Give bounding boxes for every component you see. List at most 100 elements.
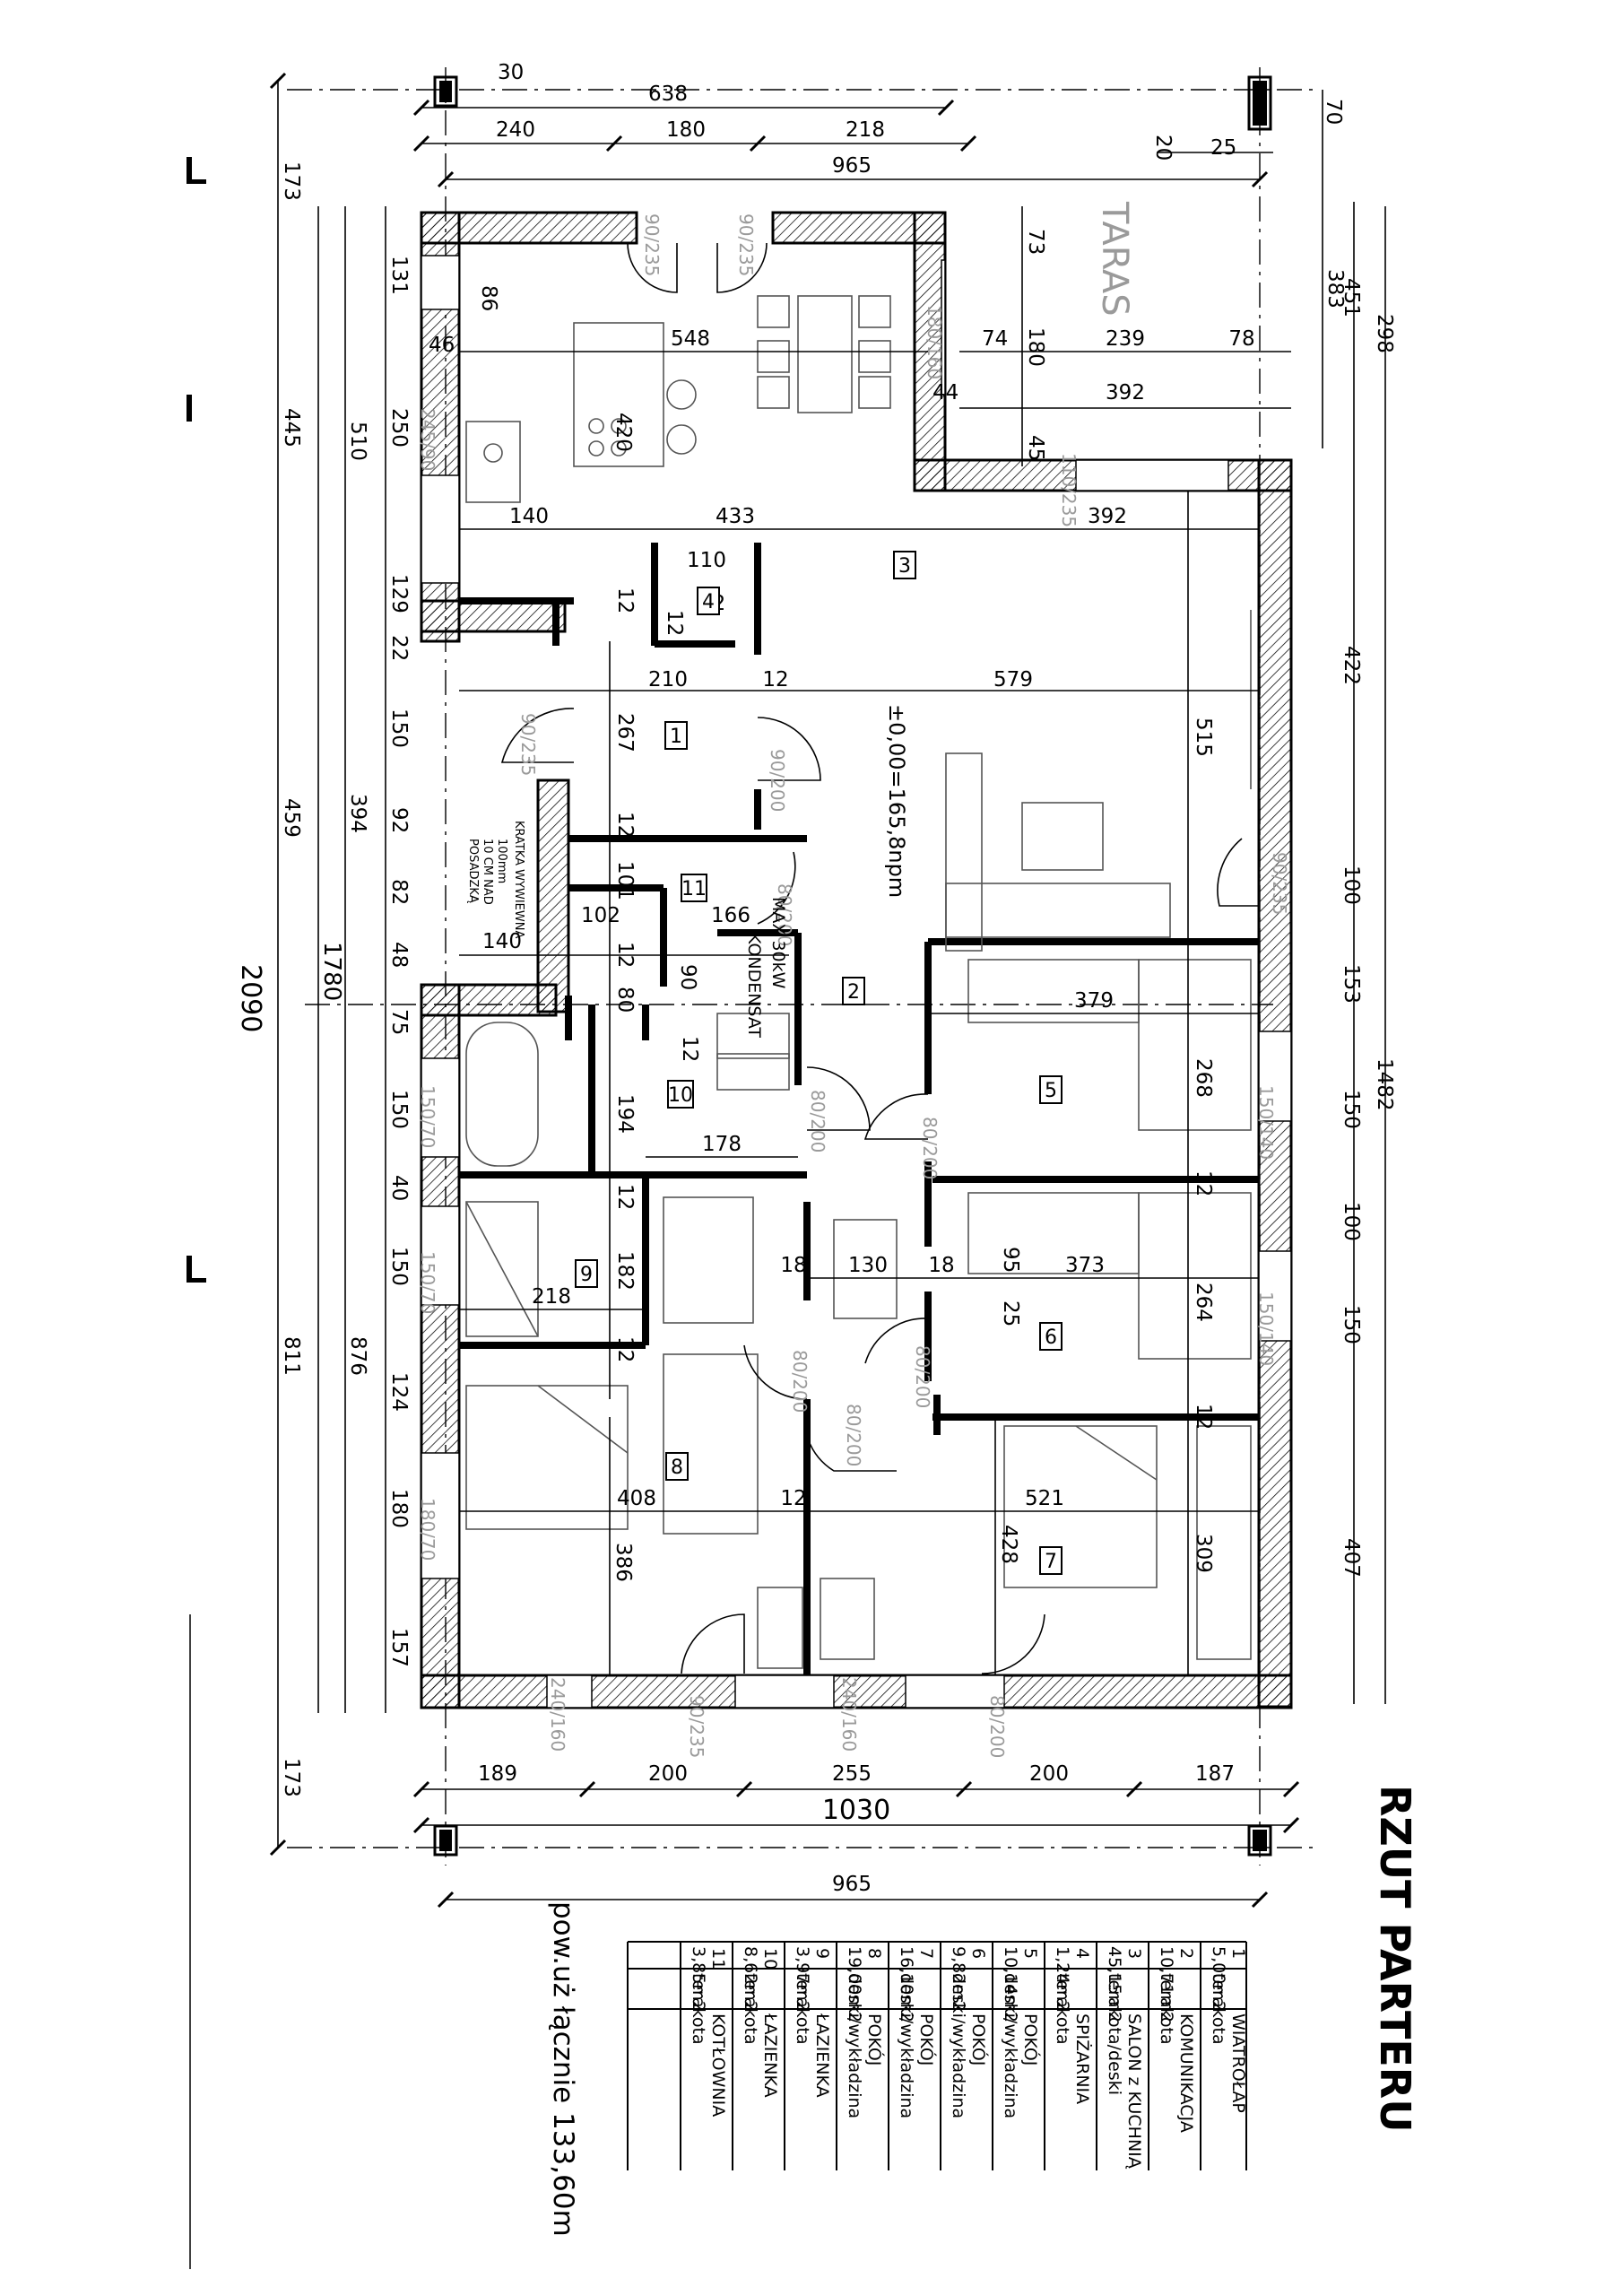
schedule-room-floor: terakota: [689, 1973, 708, 2045]
dim-left-inner-2: 129: [387, 574, 411, 613]
dim-top-965: 965: [832, 154, 872, 178]
window-label-20: 180/160: [924, 305, 945, 379]
schedule-room-area: 5,00m2: [1209, 1946, 1228, 2012]
partitions: [459, 543, 1259, 1675]
section-marks: [186, 157, 206, 2269]
dim-interior-1: 46: [429, 334, 455, 357]
drawing-title: RZUT PARTERU: [1371, 1785, 1419, 2133]
door-label-3: 90/235: [517, 713, 539, 776]
dim-interior-30: 182: [613, 1251, 637, 1291]
dim-interior-10: 210: [648, 668, 688, 691]
dim-left-outer-3: 811: [280, 1336, 303, 1376]
dim-bottom-seg-4: 187: [1195, 1762, 1235, 1786]
dim-left-inner-12: 124: [387, 1372, 411, 1412]
dim-interior-19: 140: [482, 930, 522, 953]
door-label-4: 80/200: [774, 883, 795, 946]
dim-interior-18: 166: [711, 904, 750, 927]
dim-interior-50: 239: [1106, 327, 1145, 351]
kitchen-island: [573, 322, 664, 467]
dim-interior-43: 12: [780, 1487, 806, 1510]
dim-interior-53: 392: [1106, 381, 1145, 404]
sofa: [945, 752, 983, 952]
dim-interior-5: 433: [716, 505, 755, 528]
dim-interior-23: 12: [678, 1036, 701, 1062]
dim-left-outer-4: 173: [280, 1758, 303, 1797]
dim-interior-0: 86: [477, 285, 500, 311]
vent-note-0: KRATKA WYWIEWNA: [512, 821, 525, 938]
window-label-21: 240/160: [838, 1677, 860, 1752]
room-schedule: RZUT PARTERU pow.uż łącznie 133,60m 15,0…: [547, 1785, 1419, 2237]
dim-interior-46: 309: [1192, 1534, 1215, 1573]
room-number-7: 7: [1045, 1551, 1057, 1573]
furniture: [465, 295, 1252, 1669]
dim-right-inner-1: 422: [1340, 646, 1363, 685]
dim-interior-24: 194: [613, 1094, 637, 1134]
schedule-room-number: 3: [1124, 1948, 1144, 1959]
dim-interior-35: 18: [928, 1254, 954, 1277]
door-label-12: 90/235: [686, 1695, 707, 1758]
opening-labels: 90/235 90/235 90/235 90/200 80/200 80/20…: [417, 213, 1290, 1758]
dim-left-inner-0: 131: [387, 256, 411, 295]
terrace-label: TARAS: [1094, 201, 1135, 317]
dim-top-seg-2: 218: [846, 118, 885, 142]
dim-interior-26: 12: [613, 1184, 637, 1210]
dim-left-overall: 2090: [235, 964, 266, 1032]
schedule-room-floor: terakota: [793, 1973, 812, 2045]
schedule-room-area: 3,85m2: [689, 1946, 708, 2012]
schedule-room-name: POKÓJ: [916, 2013, 938, 2066]
dim-left-mid-1: 394: [346, 794, 369, 833]
dim-left-outer-0: 173: [280, 161, 303, 201]
dim-interior-15: 12: [613, 812, 637, 838]
dim-interior-3: 420: [612, 413, 635, 452]
door-label-10: 80/200: [986, 1695, 1008, 1758]
dim-interior-40: 12: [1192, 1404, 1215, 1430]
schedule-room-number: 8: [864, 1948, 884, 1959]
dim-interior-6: 392: [1088, 505, 1127, 528]
dim-interior-7: 110: [687, 549, 726, 572]
schedule-room-name: ŁAZIENKA: [760, 2013, 780, 2098]
dim-right-inner-2: 100: [1340, 865, 1363, 905]
dim-left-inner-1: 250: [387, 408, 411, 448]
dim-left-mid-2: 876: [346, 1336, 369, 1376]
schedule-room-floor: terakota: [741, 1973, 760, 2045]
room-number-10: 10: [668, 1084, 693, 1107]
dim-bottom-overall: 1030: [822, 1795, 890, 1826]
room-number-5: 5: [1045, 1080, 1057, 1102]
dim-top-seg-0: 240: [496, 118, 535, 142]
room-number-4: 4: [702, 591, 715, 613]
shower: [465, 1201, 539, 1337]
schedule-room-name: POKÓJ: [864, 2013, 886, 2066]
schedule-room-name: POKÓJ: [968, 2013, 990, 2066]
room-numbers: 1 2 3 4 5 6 7 8 9 10 11: [575, 551, 1063, 1575]
vent-note-1: 100mm: [495, 839, 508, 883]
schedule-room-area: 1,24m2: [1053, 1946, 1072, 2012]
dim-top-30: 30: [498, 61, 524, 84]
bed-room6: [967, 1192, 1140, 1274]
dim-top-seg-1: 180: [666, 118, 706, 142]
window-label-15: 150/70: [417, 1085, 438, 1148]
dim-right-outer-0: 298: [1373, 314, 1396, 353]
door-label-5: 80/200: [807, 1090, 828, 1152]
door-label-8: 80/200: [912, 1345, 933, 1408]
dim-left-inner-7: 48: [387, 942, 411, 968]
dim-interior-4: 140: [509, 505, 549, 528]
window-label-18: 150/140: [1255, 1085, 1277, 1160]
dim-right-inner-3: 153: [1340, 964, 1363, 1004]
dim-right-inner-4: 150: [1340, 1090, 1363, 1129]
dim-left-outer-1: 445: [280, 408, 303, 448]
dimension-ticks: [269, 72, 1300, 1909]
bathtub: [465, 1022, 539, 1167]
dim-interior-13: 267: [613, 713, 637, 752]
schedule-room-area: 16,10m2: [897, 1946, 916, 2022]
plan-notes: TARAS ±0,00=165,8npm MAX 30kW KONDENSAT …: [466, 201, 1135, 1038]
schedule-room-name: SPIŻARNIA: [1072, 2013, 1093, 2104]
dim-interior-45: 428: [997, 1525, 1020, 1564]
room-number-1: 1: [670, 726, 682, 748]
total-area: pow.uż łącznie 133,60m: [547, 1901, 579, 2237]
dim-interior-16: 102: [581, 904, 620, 927]
schedule-room-name: SALON z KUCHNIĄ: [1124, 2013, 1144, 2170]
dim-bottom-seg-1: 200: [648, 1762, 688, 1786]
level-label: ±0,00=165,8npm: [884, 704, 909, 898]
dimension-lines: [277, 81, 1386, 1900]
